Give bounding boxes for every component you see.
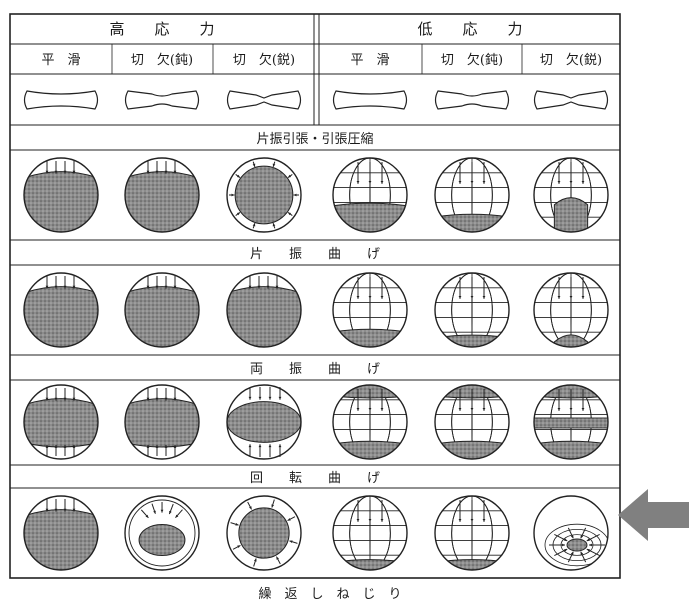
fracture-surface-diagram <box>534 273 608 349</box>
fracture-surface-diagram <box>534 496 609 570</box>
section-label-unidirectional-bending: 片 振 曲 げ <box>250 247 380 262</box>
fracture-surface-diagram <box>225 273 303 349</box>
blunt-notch-specimen-icon <box>436 91 509 109</box>
column-header-sharp-notch-high: 切 欠(鋭) <box>233 52 295 68</box>
column-header-blunt-notch-high: 切 欠(鈍) <box>131 52 193 68</box>
fracture-surface-diagram <box>433 383 511 461</box>
fracture-surface-diagram <box>331 496 409 572</box>
low-stress-header: 低 応 力 <box>417 20 522 38</box>
blunt-notch-specimen-icon <box>126 91 199 109</box>
fracture-surface-diagram <box>123 273 201 349</box>
column-header-sharp-notch-low: 切 欠(鋭) <box>540 52 602 68</box>
section-label-reversed-bending: 両 振 曲 げ <box>250 362 380 377</box>
fracture-surface-diagram <box>433 158 511 234</box>
fracture-surface-diagram <box>22 273 100 349</box>
pointer-arrow-icon <box>618 489 689 541</box>
high-stress-header: 高 応 力 <box>109 20 214 38</box>
fracture-surface-diagram <box>331 383 409 461</box>
sharp-notch-specimen-icon <box>535 91 608 109</box>
fracture-surface-diagram <box>22 385 100 461</box>
fracture-surface-diagram <box>123 158 201 234</box>
fracture-surface-diagram <box>433 273 511 349</box>
fracture-surface-diagram <box>433 496 511 572</box>
fracture-surface-diagram <box>534 158 608 234</box>
smooth-specimen-icon <box>334 91 407 109</box>
fracture-surface-diagram <box>331 158 409 234</box>
column-header-smooth-high: 平 滑 <box>41 53 80 68</box>
fracture-surface-diagram <box>532 383 610 461</box>
smooth-specimen-icon <box>25 91 98 109</box>
section-label-torsion: 繰 返 し ね じ り <box>258 587 401 602</box>
fracture-surface-diagram <box>331 273 409 349</box>
section-label-rotating-bending: 回 転 曲 げ <box>250 471 380 486</box>
fracture-surface-diagram <box>227 158 301 232</box>
fracture-surface-diagram <box>22 158 100 234</box>
fracture-surface-diagram <box>227 385 301 459</box>
section-label-tension: 片振引張・引張圧縮 <box>256 131 373 147</box>
fracture-surface-diagram <box>123 385 201 461</box>
sharp-notch-specimen-icon <box>228 91 301 109</box>
fracture-surface-diagram <box>125 496 199 570</box>
fracture-surface-diagram <box>227 496 301 570</box>
fracture-surface-diagram <box>22 496 100 572</box>
specimen-shapes-row <box>25 91 608 109</box>
column-header-blunt-notch-low: 切 欠(鈍) <box>441 52 503 68</box>
table-frame <box>10 14 620 578</box>
column-header-smooth-low: 平 滑 <box>350 53 389 68</box>
